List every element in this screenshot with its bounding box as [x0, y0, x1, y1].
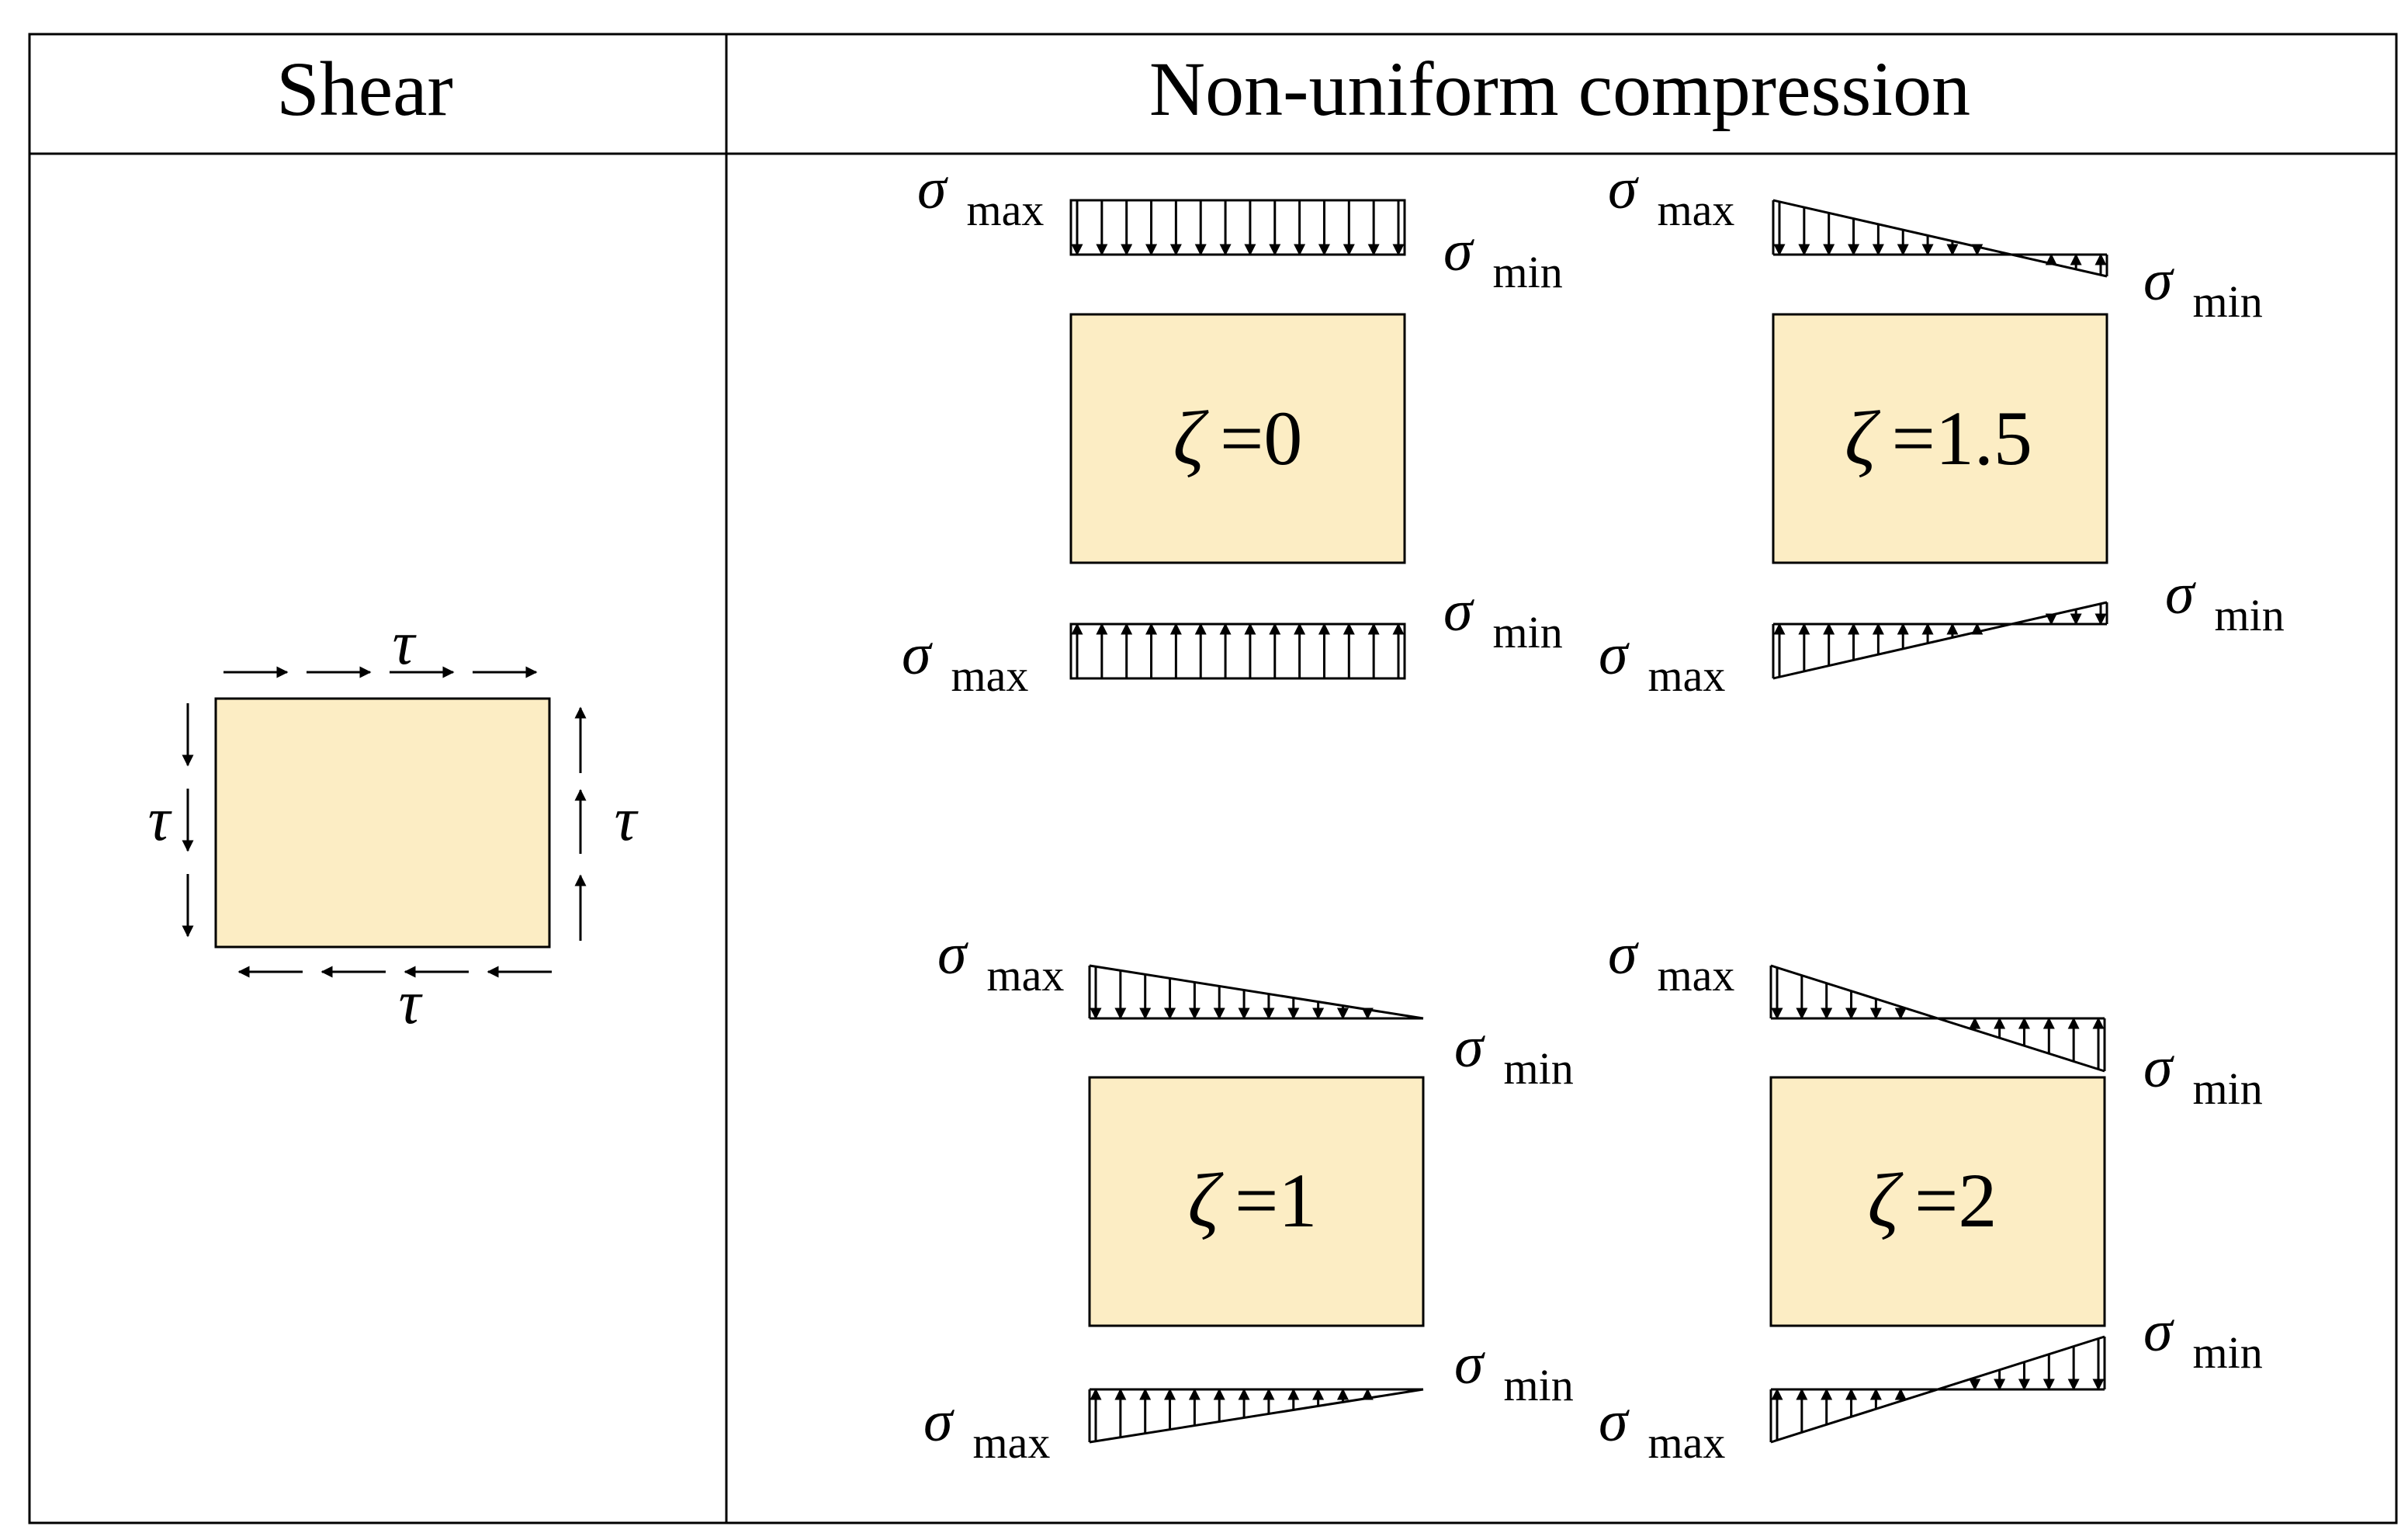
plate-zeta-2 — [1769, 1076, 2106, 1327]
tau-label-left: τ — [148, 786, 173, 854]
zeta-1-5-label: ζ=1.5 — [1845, 395, 2032, 481]
header-shear: Shear — [276, 46, 453, 132]
load-slope — [1089, 964, 1424, 1020]
tau-label-right: τ — [615, 786, 639, 854]
load-slope — [1772, 601, 2108, 680]
load-slope — [1089, 1388, 1424, 1444]
load-slope — [1772, 199, 2108, 278]
zeta-2-label: ζ=2 — [1868, 1157, 1997, 1243]
plate-zeta-0 — [1069, 313, 1406, 564]
shear-plate — [214, 697, 551, 949]
plate-zeta-1-5 — [1772, 313, 2108, 564]
zeta-0-label: ζ=0 — [1173, 395, 1303, 481]
load-slope — [1770, 964, 2105, 1073]
load-top-zeta-0 — [1069, 199, 1406, 256]
load-slope — [1770, 1335, 2105, 1444]
header-nonuniform-compression: Non-uniform compression — [1149, 46, 1970, 132]
plate-zeta-1 — [1088, 1076, 1425, 1327]
table-frame — [28, 33, 2398, 1524]
tau-label-bottom: τ — [399, 969, 424, 1037]
shear-panel: τ τ τ τ — [148, 609, 639, 1037]
zeta-1-label: ζ=1 — [1188, 1157, 1318, 1243]
tau-label-top: τ — [393, 609, 418, 678]
load-bottom-zeta-0 — [1069, 623, 1406, 680]
